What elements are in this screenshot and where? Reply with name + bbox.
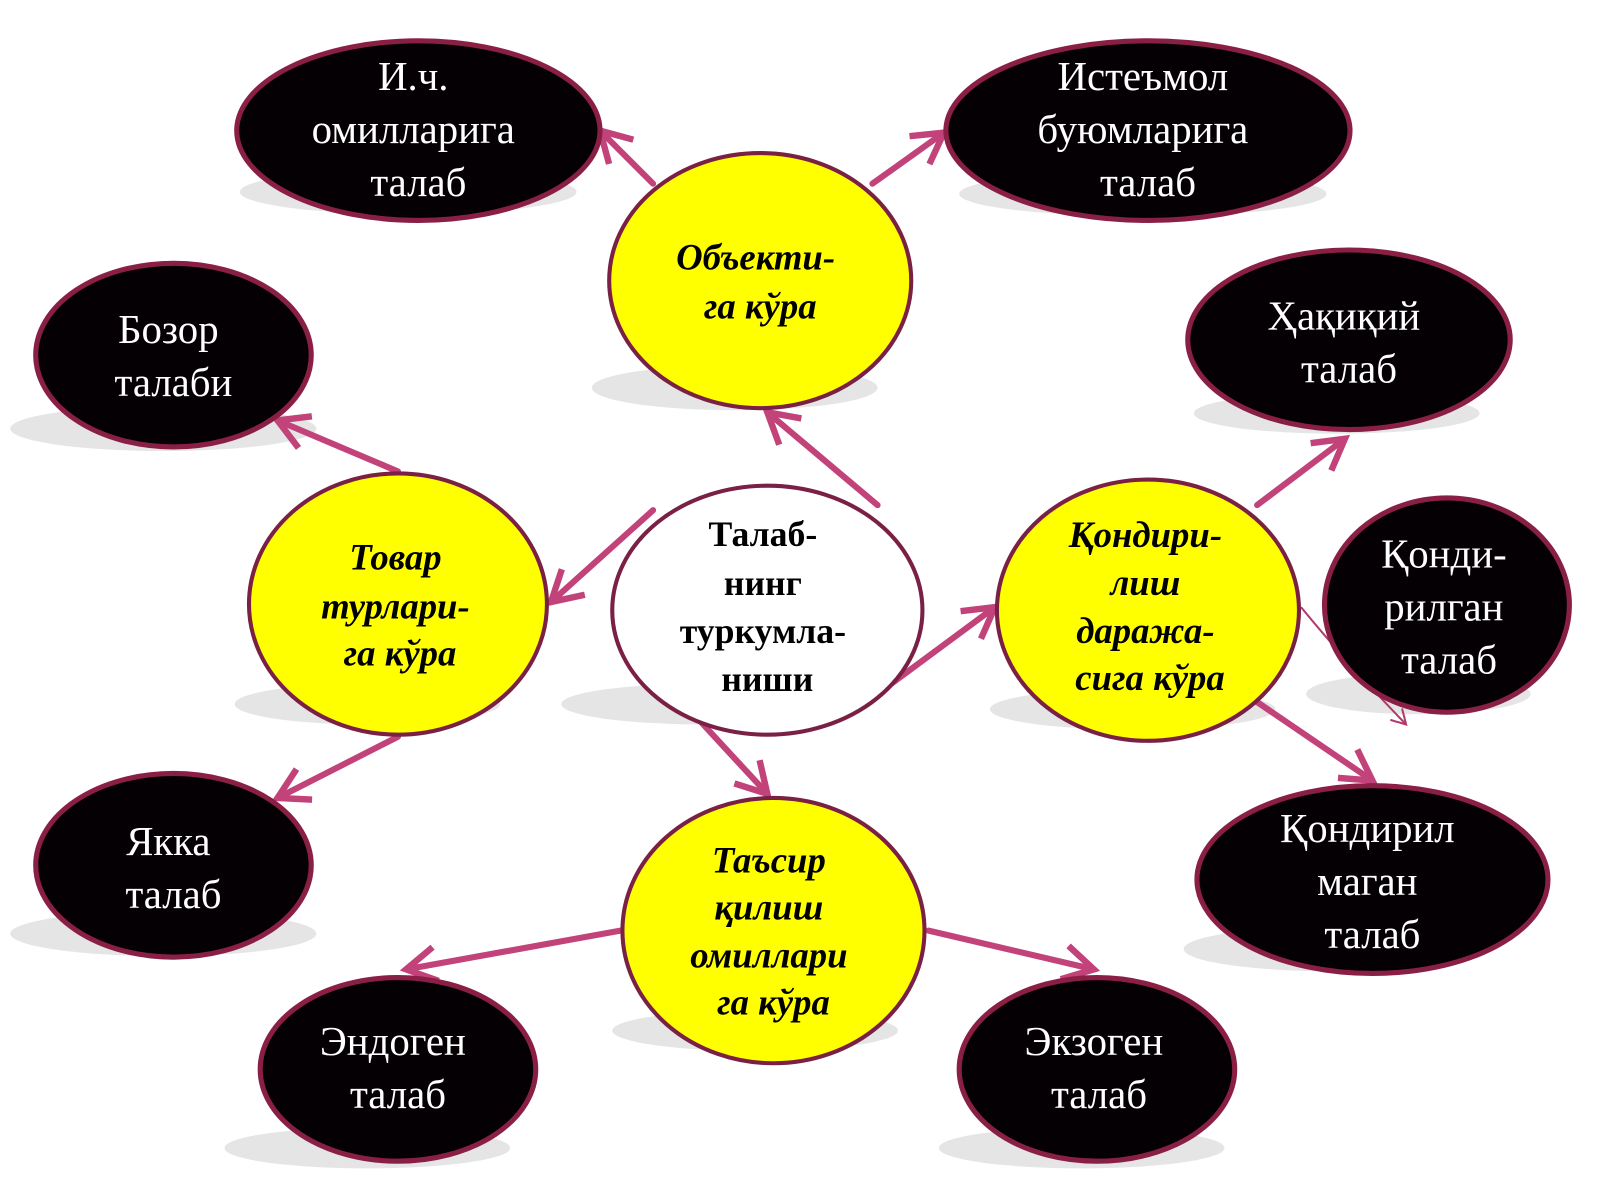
leaf-line: талаб [1100,160,1196,205]
svg-text:Эндоген талаб: Эндоген талаб [320,1019,476,1117]
svg-text:Қонди- рилган тала: Қонди- рилган талаб [1381,531,1517,682]
category-line: Объекти- [676,236,835,277]
leaf-line: Қонди- [1381,531,1507,576]
svg-text:Якка талаб: Якка талаб [125,819,221,917]
category-node-influence-factors: Таъсир қилиш омиллари га кўра [620,795,927,1066]
leaf-node-production-factors: И.ч. омилларига талаб [234,38,603,223]
arrow-center-to-object [762,408,881,509]
leaf-line: маган [1317,859,1417,904]
svg-text:Ҳақиқий талаб: Ҳақиқий талаб [1268,294,1431,392]
center-line-3: туркумла- [680,611,846,651]
arrow-object-to-production-factors [595,126,657,187]
leaf-line: талаб [125,872,221,917]
arrow-center-to-goods-types [546,507,657,607]
leaf-line: талаб [1401,637,1497,682]
category-line: Товар [349,536,441,577]
category-line: га кўра [717,981,830,1022]
arrow-influence-to-exogenous [925,927,1101,983]
arrow-object-to-consumer-goods [869,128,950,187]
category-line: сига кўра [1075,657,1224,698]
category-node-goods-types: Товар турлари- га кўра [246,471,549,737]
category-line: га кўра [344,632,457,673]
center-line-1: Талаб- [709,514,818,554]
category-line: қилиш [714,886,823,927]
leaf-node-individual-demand: Якка талаб [33,770,314,960]
svg-text:Таъсир қилиш омилл: Таъсир қилиш омиллари га кўра [690,839,857,1022]
leaf-line: омилларига [312,107,515,152]
leaf-line: Экзоген [1025,1019,1164,1064]
leaf-node-satisfied-demand: Қонди- рилган талаб [1321,495,1572,715]
arrow-center-to-influence [690,711,772,799]
center-line-2: нинг [724,563,802,603]
leaf-node-endogenous-demand: Эндоген талаб [257,974,539,1164]
leaf-node-real-demand: Ҳақиқий талаб [1185,247,1513,433]
arrow-goods-to-individual [271,733,402,803]
arrow-satisfaction-to-real [1254,434,1351,509]
leaf-line: талаб [370,160,466,205]
leaf-line: талаб [1324,912,1420,957]
category-line: га кўра [704,285,817,326]
leaf-line: Қондирил [1280,806,1455,851]
category-line: омиллари [690,934,847,975]
arrow-goods-to-market [271,413,402,475]
svg-text:Қондирил маган тал: Қондирил маган талаб [1280,806,1465,957]
connector-arrows [271,126,1408,984]
leaf-line: Истеъмол [1058,54,1229,99]
center-node: Талаб- нинг туркумла- ниши [610,483,925,737]
leaf-line: Якка [126,819,210,864]
svg-text:Объекти- га кўра: Объекти- га кўра [676,236,844,326]
svg-text:Бозор талаби: Бозор талаби [115,307,233,405]
category-line: лиш [1108,562,1180,603]
svg-text:Истеъмол буюмларига: Истеъмол буюмларига талаб [1037,54,1258,205]
leaf-node-market-demand: Бозор талаби [33,260,314,450]
leaf-node-exogenous-demand: Экзоген талаб [956,974,1238,1164]
arrow-satisfaction-to-unsatisfied [1254,698,1378,785]
leaf-node-unsatisfied-demand: Қондирил маган талаб [1194,783,1551,977]
svg-text:Қондири- лиш дараж: Қондири- лиш даража- сига кўра [1068,514,1231,698]
leaf-line: Ҳақиқий [1268,294,1421,339]
leaf-line: рилган [1384,584,1503,629]
leaf-line: талаби [115,360,233,405]
svg-text:Талаб- нинг туркум: Талаб- нинг туркумла- ниши [680,514,855,699]
category-node-satisfaction-level: Қондири- лиш даража- сига кўра [994,477,1302,743]
leaf-line: буюмларига [1037,107,1248,152]
category-line: даража- [1076,610,1214,651]
center-line-4: ниши [721,659,813,699]
category-line: турлари- [321,585,470,626]
leaf-line: талаб [350,1072,446,1117]
svg-text:Экзоген талаб: Экзоген талаб [1025,1019,1174,1117]
leaf-line: И.ч. [378,54,448,99]
leaf-node-consumer-goods: Истеъмол буюмларига талаб [943,38,1353,223]
category-node-object: Объекти- га кўра [607,151,914,411]
category-line: Қондири- [1068,514,1222,555]
leaf-line: талаб [1301,347,1397,392]
svg-text:Товар турлари- га: Товар турлари- га кўра [321,536,479,673]
leaf-line: Бозор [118,307,219,352]
leaf-line: талаб [1051,1072,1147,1117]
svg-text:И.ч. омилларига та: И.ч. омилларига талаб [312,54,525,205]
leaf-line: Эндоген [320,1019,466,1064]
arrow-influence-to-endogenous [399,927,624,984]
category-line: Таъсир [712,839,826,880]
